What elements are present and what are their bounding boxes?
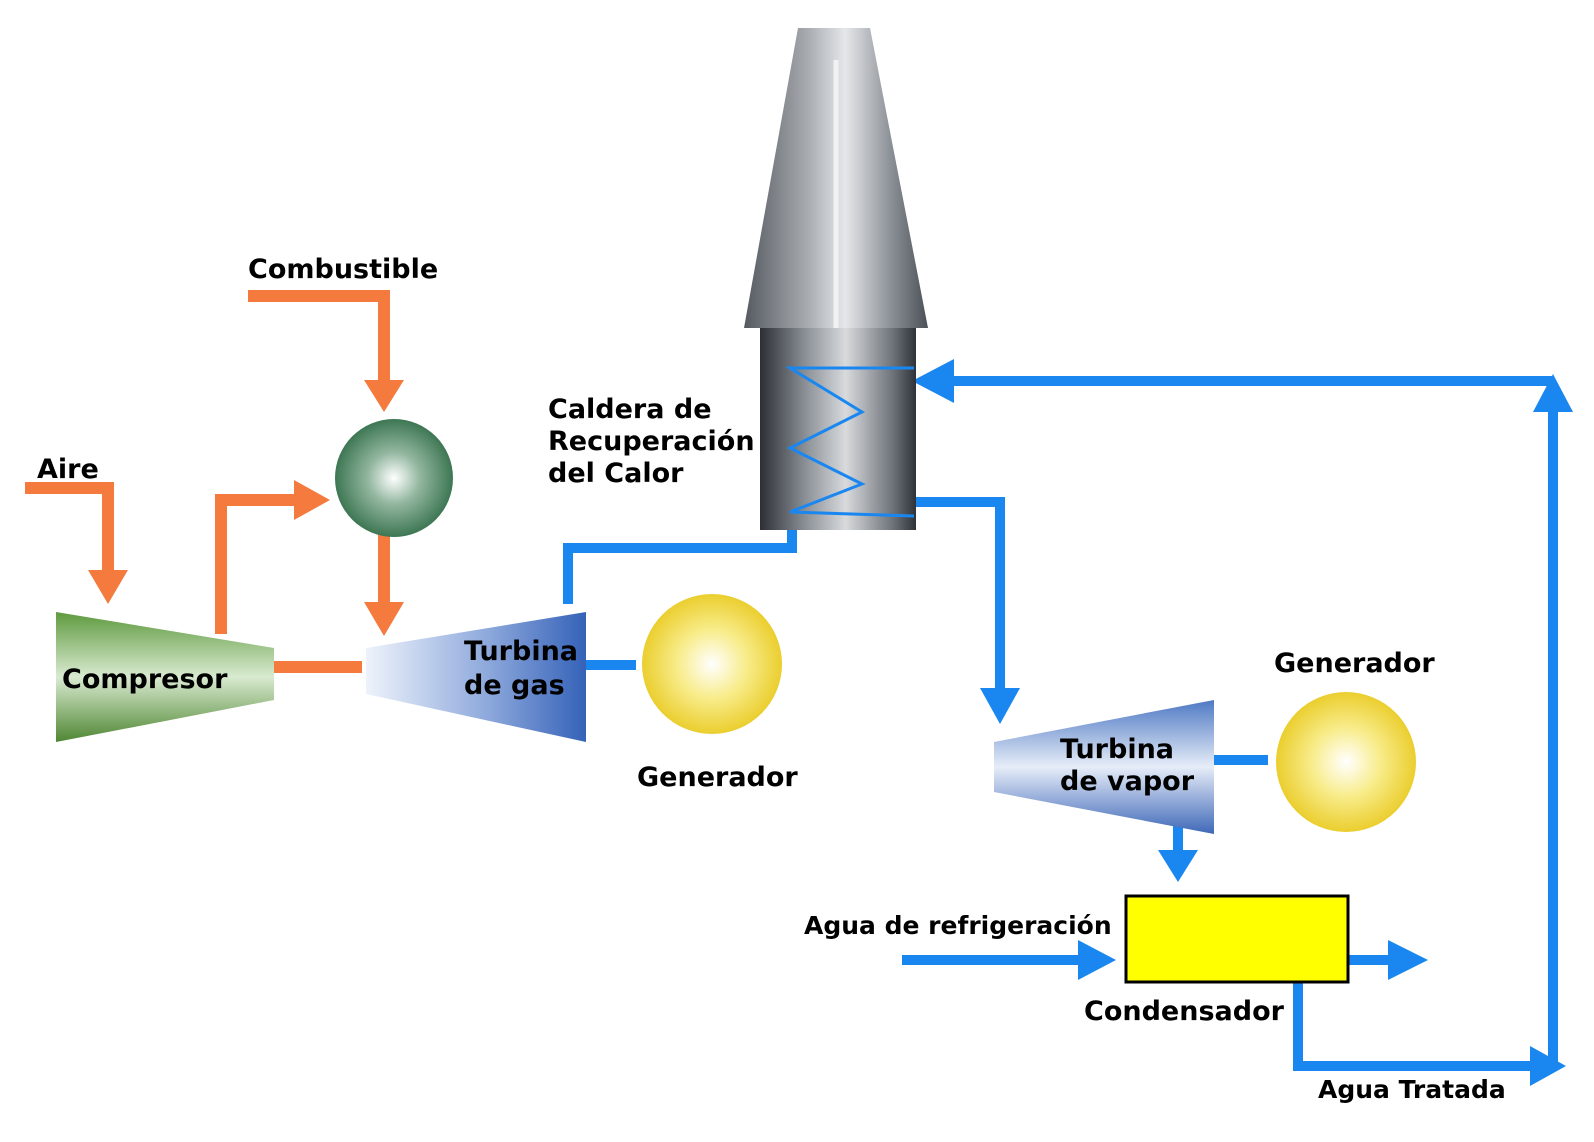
arrow-head-icon bbox=[364, 602, 404, 636]
boiler-label-line1: Caldera de bbox=[548, 394, 712, 425]
cooling-water-in-line bbox=[902, 940, 1116, 980]
treated-water-label: Agua Tratada bbox=[1318, 1075, 1506, 1104]
cooling-water-out-line bbox=[1346, 940, 1428, 980]
compressed-air-to-combustor-line bbox=[215, 480, 330, 634]
fuel-line bbox=[248, 290, 404, 412]
feedwater-return-line bbox=[912, 359, 1573, 1066]
steam-turbine-label-line2: de vapor bbox=[1060, 766, 1195, 797]
gas-turbine-label-line2: de gas bbox=[464, 670, 565, 701]
heat-recovery-boiler bbox=[760, 328, 916, 530]
boiler-label-line2: Recuperación bbox=[548, 426, 755, 457]
steam-to-turbine-line bbox=[902, 497, 1020, 724]
arrow-head-icon bbox=[912, 359, 954, 403]
arrow-head-icon bbox=[364, 380, 404, 412]
arrow-head-icon bbox=[1078, 940, 1116, 980]
gas-turbine-generator bbox=[642, 594, 782, 734]
steam-turbine-label-line1: Turbina bbox=[1060, 734, 1174, 765]
compressor-label: Compresor bbox=[62, 664, 228, 695]
arrow-head-icon bbox=[294, 480, 330, 520]
exhaust-to-boiler-line bbox=[563, 516, 797, 604]
arrow-head-icon bbox=[1533, 374, 1573, 412]
arrow-head-icon bbox=[1388, 940, 1428, 980]
condenser-label: Condensador bbox=[1084, 996, 1285, 1027]
combustor-to-turbine-line bbox=[364, 532, 404, 636]
steam-turbine bbox=[994, 700, 1214, 834]
exhaust-stack bbox=[744, 28, 928, 342]
arrow-head-icon bbox=[88, 570, 128, 604]
condenser bbox=[1124, 894, 1350, 984]
steam-turbine-generator bbox=[1276, 692, 1416, 832]
combustion-chamber bbox=[335, 419, 453, 537]
fuel-label: Combustible bbox=[248, 254, 438, 285]
boiler-label-line3: del Calor bbox=[548, 458, 684, 489]
air-label: Aire bbox=[37, 454, 99, 485]
gas-generator-label: Generador bbox=[637, 762, 798, 793]
gas-turbine bbox=[366, 612, 586, 742]
cooling-water-label: Agua de refrigeración bbox=[804, 911, 1112, 940]
treated-water-line bbox=[1293, 980, 1566, 1086]
arrow-head-icon bbox=[980, 688, 1020, 724]
compressor bbox=[56, 612, 274, 742]
arrow-head-icon bbox=[1158, 850, 1198, 882]
steam-generator-label: Generador bbox=[1274, 648, 1435, 679]
gas-turbine-label-line1: Turbina bbox=[464, 636, 578, 667]
boiler-coil bbox=[784, 366, 915, 518]
air-line bbox=[25, 482, 128, 604]
